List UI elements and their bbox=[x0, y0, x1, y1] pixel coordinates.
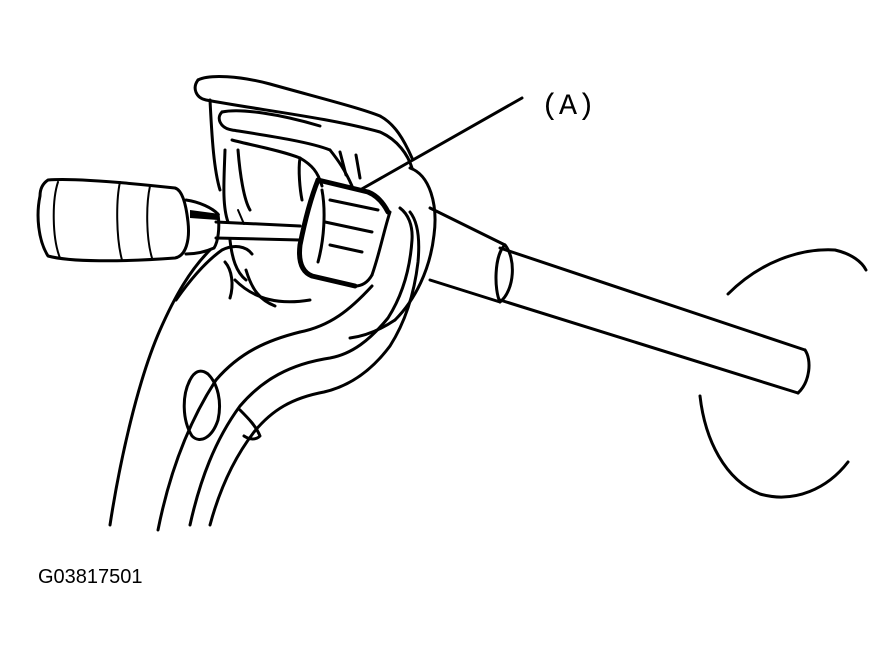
callout-leader-line bbox=[358, 96, 524, 192]
clip-icon bbox=[297, 177, 392, 289]
screwdriver-icon bbox=[36, 177, 302, 263]
steering-column-shaft bbox=[428, 206, 811, 395]
hand bbox=[108, 206, 421, 532]
steering-wheel-rim bbox=[698, 248, 868, 499]
callout-label: (A) bbox=[541, 90, 595, 124]
figure-code: G03817501 bbox=[38, 566, 143, 588]
